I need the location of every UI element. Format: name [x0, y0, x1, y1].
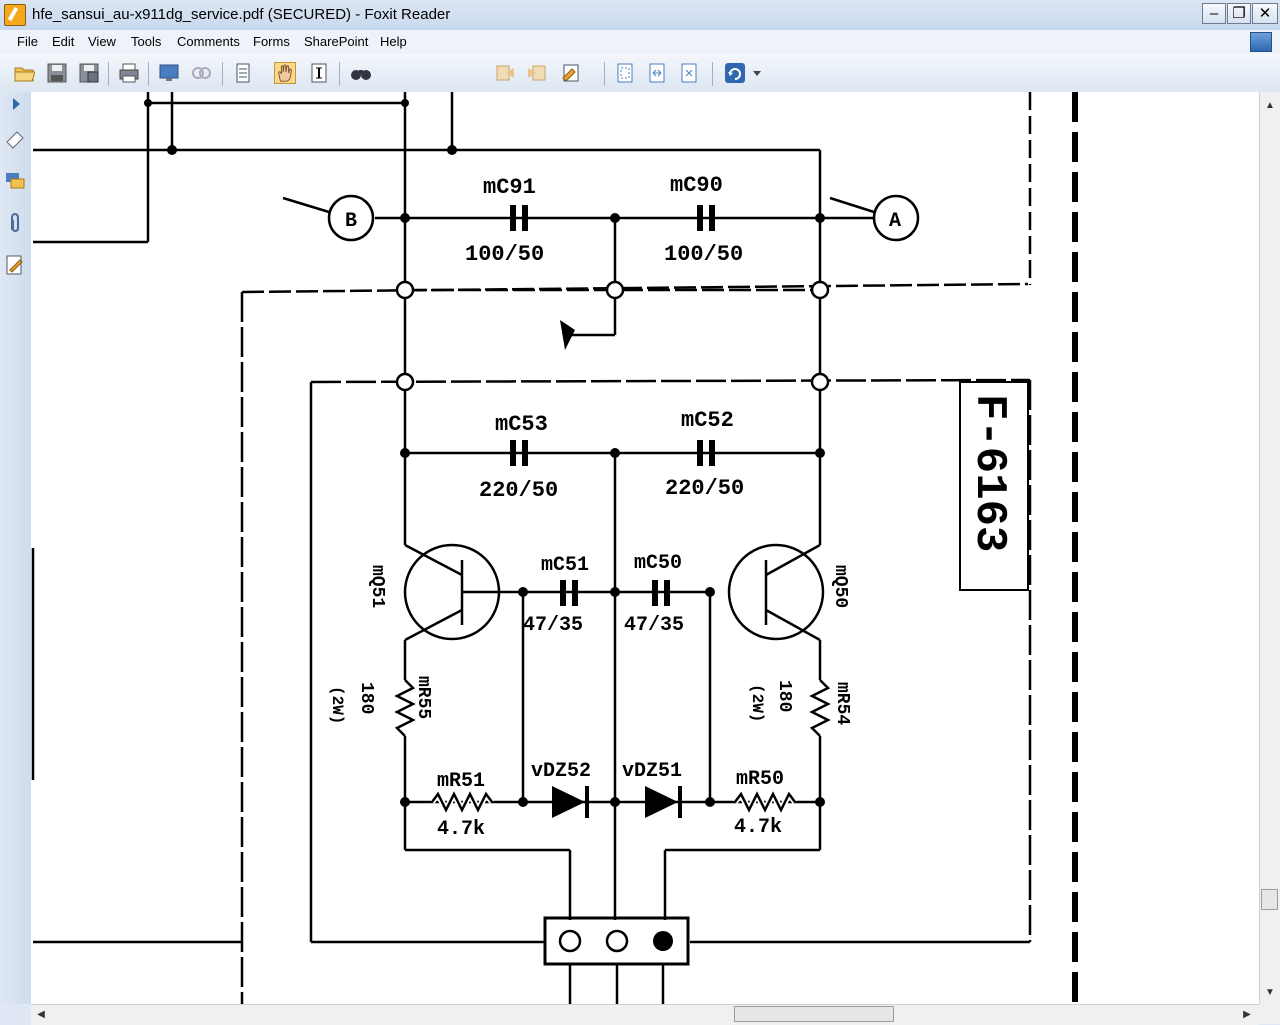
scroll-right-icon[interactable]: ▶ [1243, 1009, 1251, 1020]
print-icon[interactable] [118, 62, 140, 84]
document-viewport[interactable]: mC91 mC90 100/50 100/50 mC53 mC52 220/50… [31, 92, 1259, 1004]
menu-forms[interactable]: Forms [253, 34, 290, 49]
label-mc52: mC52 [681, 408, 734, 433]
expand-icon[interactable] [10, 96, 22, 112]
next-icon[interactable] [526, 62, 548, 84]
menu-sharepoint[interactable]: SharePoint [304, 34, 369, 49]
annotation-icon[interactable] [560, 62, 582, 84]
scroll-down-icon[interactable]: ▼ [1265, 987, 1275, 998]
label-cap-47-35-left: 47/35 [523, 614, 583, 637]
label-mc53: mC53 [495, 412, 548, 437]
signature-icon[interactable] [4, 254, 26, 276]
rotate-icon[interactable] [724, 62, 746, 84]
title-bar: hfe_sansui_au-x911dg_service.pdf (SECURE… [0, 0, 1280, 30]
scroll-up-icon[interactable]: ▲ [1265, 100, 1275, 111]
label-cap-47-35-right: 47/35 [624, 614, 684, 637]
label-cap-100-50-left: 100/50 [465, 242, 544, 267]
find-icon[interactable] [350, 62, 372, 84]
label-mr51: mR51 [437, 770, 485, 793]
toolbar-separator [604, 62, 605, 86]
restore-button[interactable]: ❐ [1227, 3, 1251, 24]
hand-tool-icon[interactable] [274, 62, 296, 84]
label-vdz51: vDZ51 [622, 760, 682, 783]
vertical-scroll-thumb[interactable] [1261, 889, 1278, 910]
label-mc50: mC50 [634, 552, 682, 575]
toolbar-separator [222, 62, 223, 86]
label-2w-right: (2W) [748, 684, 766, 722]
toolbar-separator [148, 62, 149, 86]
fit-width-icon[interactable] [646, 62, 668, 84]
select-text-icon[interactable] [308, 62, 330, 84]
attachments-icon[interactable] [4, 212, 26, 234]
label-mc91: mC91 [483, 175, 536, 200]
resize-view-icon[interactable] [1250, 32, 1272, 52]
bookmark-icon[interactable] [4, 128, 26, 150]
scroll-left-icon[interactable]: ◀ [37, 1009, 45, 1020]
save-as-icon[interactable] [78, 62, 100, 84]
menu-tools[interactable]: Tools [131, 34, 162, 49]
chevron-down-icon[interactable] [753, 71, 761, 77]
menu-edit[interactable]: Edit [52, 34, 75, 49]
minimize-button[interactable]: – [1202, 3, 1226, 24]
fullscreen-icon[interactable] [158, 62, 180, 84]
label-mc90: mC90 [670, 173, 723, 198]
fit-visible-icon[interactable] [678, 62, 700, 84]
label-180-left: 180 [356, 682, 376, 714]
label-node-a: A [889, 210, 901, 233]
toolbar-separator [712, 62, 713, 86]
label-mq50: mQ50 [830, 565, 850, 608]
label-cap-220-50-left: 220/50 [479, 478, 558, 503]
label-cap-220-50-right: 220/50 [665, 476, 744, 501]
label-4.7k-left: 4.7k [437, 818, 485, 841]
label-mr55: mR55 [413, 676, 433, 719]
menu-comments[interactable]: Comments [177, 34, 240, 49]
menu-view[interactable]: View [88, 34, 116, 49]
label-vdz52: vDZ52 [531, 760, 591, 783]
window-title: hfe_sansui_au-x911dg_service.pdf (SECURE… [32, 6, 451, 23]
prev-icon[interactable] [494, 62, 516, 84]
label-mr50: mR50 [736, 768, 784, 791]
label-mc51: mC51 [541, 554, 589, 577]
page-icon[interactable] [232, 62, 254, 84]
scrollbar-corner [1259, 1004, 1280, 1024]
label-cap-100-50-right: 100/50 [664, 242, 743, 267]
vertical-scrollbar[interactable]: ▲ ▼ [1259, 92, 1280, 1004]
toolbar-separator [108, 62, 109, 86]
horizontal-scrollbar[interactable]: ◀ ▶ [31, 1004, 1259, 1025]
toolbar-separator [339, 62, 340, 86]
label-180-right: 180 [774, 680, 794, 712]
schematic-drawing: mC91 mC90 100/50 100/50 mC53 mC52 220/50… [31, 92, 1078, 1004]
save-icon[interactable] [46, 62, 68, 84]
close-button[interactable]: ✕ [1252, 3, 1278, 24]
menu-file[interactable]: File [17, 34, 38, 49]
label-4.7k-right: 4.7k [734, 816, 782, 839]
navigation-panel [0, 92, 32, 1004]
zoom-icon[interactable] [190, 62, 212, 84]
comments-icon[interactable] [4, 170, 26, 192]
label-node-b: B [345, 210, 357, 233]
menu-bar: File Edit View Tools Comments Forms Shar… [0, 30, 1280, 54]
open-icon[interactable] [13, 62, 35, 84]
label-2w-left: (2W) [328, 686, 346, 724]
label-mr54: mR54 [832, 682, 852, 725]
toolbar [0, 54, 1280, 134]
horizontal-scroll-thumb[interactable] [734, 1006, 894, 1022]
foxit-app-icon [4, 4, 26, 26]
label-board-f6163: F-6163 [964, 394, 1014, 552]
label-mq51: mQ51 [367, 565, 387, 608]
fit-page-icon[interactable] [614, 62, 636, 84]
menu-help[interactable]: Help [380, 34, 407, 49]
